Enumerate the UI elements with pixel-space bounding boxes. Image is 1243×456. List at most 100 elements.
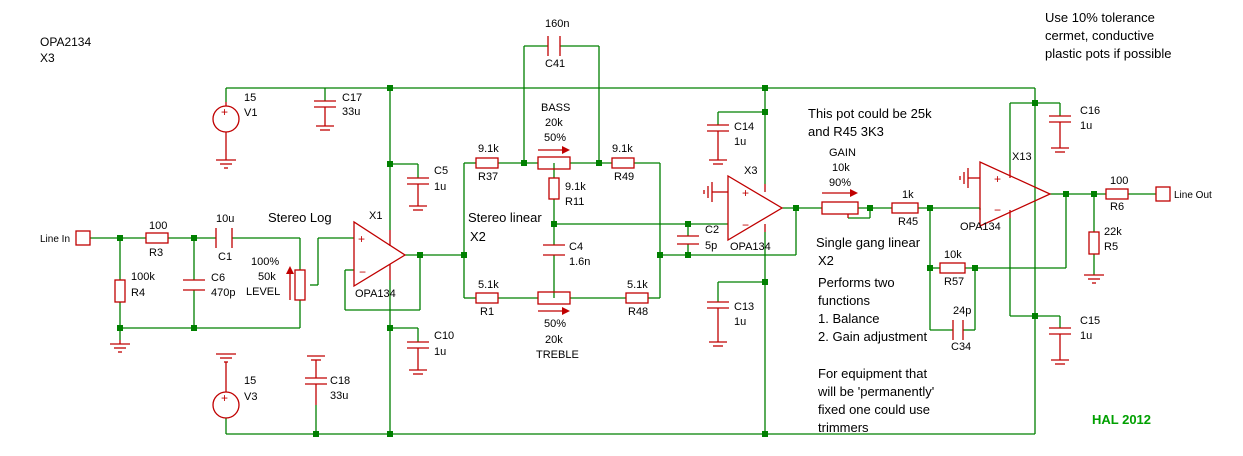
component-label: C16 — [1080, 105, 1100, 117]
equipment-note-3: fixed one could use — [818, 402, 930, 417]
component-label: 1u — [734, 136, 746, 148]
capacitor-c34 — [952, 320, 964, 340]
tolerance-note-1: Use 10% tolerance — [1045, 10, 1155, 25]
stereo-log-label: Stereo Log — [268, 210, 332, 225]
component-label: 160n — [545, 18, 569, 30]
component-label: R45 — [898, 216, 918, 228]
capacitor-c5 — [407, 177, 429, 211]
component-label: OPA134 — [730, 241, 771, 253]
component-label: R48 — [628, 306, 648, 318]
component-label: 10k — [832, 162, 850, 174]
resistor-r3 — [145, 232, 169, 244]
component-label: GAIN — [829, 147, 856, 159]
component-label: LEVEL — [246, 286, 280, 298]
component-label: 470p — [211, 287, 235, 299]
component-label: C17 — [342, 92, 362, 104]
resistor-r48 — [625, 292, 649, 304]
wires — [90, 45, 1156, 435]
component-label: OPA134 — [960, 221, 1001, 233]
component-label: 20k — [545, 334, 563, 346]
component-label: 50k — [258, 271, 276, 283]
component-label: 5.1k — [478, 279, 499, 291]
pot25k-note-2: and R45 3K3 — [808, 124, 884, 139]
capacitor-c17 — [314, 100, 336, 131]
author-label: HAL 2012 — [1092, 412, 1151, 427]
component-label: C2 — [705, 224, 719, 236]
component-label: 15 — [244, 92, 256, 104]
component-label: R37 — [478, 171, 498, 183]
component-label: 90% — [829, 177, 851, 189]
line-out-port — [1155, 186, 1171, 202]
resistor-r1 — [475, 292, 499, 304]
ground-output — [1084, 274, 1104, 284]
component-label: 100 — [1110, 175, 1128, 187]
component-label: R1 — [480, 306, 494, 318]
component-label: C1 — [218, 251, 232, 263]
component-label: 100% — [251, 256, 279, 268]
opamp-x1: + − — [353, 220, 407, 288]
resistor-r4 — [114, 279, 126, 303]
opamp-x3: + − — [703, 174, 784, 242]
capacitor-c2 — [677, 235, 699, 245]
component-label: X13 — [1012, 151, 1032, 163]
component-label: R11 — [565, 196, 584, 208]
component-label: 1.6n — [569, 256, 590, 268]
capacitor-c14 — [707, 124, 729, 165]
svg-text:+: + — [742, 186, 749, 200]
svg-text:+: + — [221, 105, 228, 119]
single-gang-label: Single gang linear — [816, 235, 921, 250]
opamp-x13: + − — [959, 160, 1052, 228]
component-label: 1u — [434, 181, 446, 193]
component-label: 1u — [1080, 330, 1092, 342]
component-label: 5p — [705, 240, 717, 252]
source-v3: + — [212, 353, 240, 419]
capacitor-c13 — [707, 301, 729, 347]
component-label: TREBLE — [536, 349, 579, 361]
component-label: BASS — [541, 102, 570, 114]
svg-text:−: − — [359, 265, 366, 279]
line-in-label: Line In — [40, 234, 70, 245]
component-label: 50% — [544, 318, 566, 330]
component-label: C34 — [951, 341, 971, 353]
component-label: 1u — [434, 346, 446, 358]
component-label: 22k — [1104, 226, 1122, 238]
capacitor-c15 — [1049, 327, 1071, 365]
component-label: OPA134 — [355, 288, 396, 300]
component-labels: 15 V1 15 V3 C17 33u C18 33u C5 1u C10 1u… — [131, 18, 1128, 403]
component-label: R3 — [149, 247, 163, 259]
svg-text:+: + — [221, 391, 228, 405]
capacitor-c6 — [183, 279, 205, 291]
component-label: 9.1k — [478, 143, 499, 155]
line-in-port — [75, 230, 91, 246]
svg-text:+: + — [358, 232, 365, 246]
capacitor-c18 — [305, 355, 327, 405]
component-label: 1u — [734, 316, 746, 328]
component-label: R4 — [131, 287, 145, 299]
tolerance-note-2: cermet, conductive — [1045, 28, 1154, 43]
component-label: R6 — [1110, 201, 1124, 213]
component-label: 10k — [944, 249, 962, 261]
resistor-r45 — [891, 202, 919, 214]
component-label: C14 — [734, 121, 754, 133]
component-label: 24p — [953, 305, 971, 317]
performs-note-3: 1. Balance — [818, 311, 879, 326]
resistor-r6 — [1105, 188, 1129, 200]
component-label: C15 — [1080, 315, 1100, 327]
annotations: OPA2134 X3 Use 10% tolerance cermet, con… — [40, 10, 1212, 435]
equipment-note-2: will be 'permanently' — [817, 384, 934, 399]
opamp-type-label: OPA2134 — [40, 35, 91, 49]
component-label: V3 — [244, 391, 257, 403]
potentiometer-gain — [821, 189, 859, 218]
component-label: 1u — [1080, 120, 1092, 132]
component-label: 15 — [244, 375, 256, 387]
component-label: 5.1k — [627, 279, 648, 291]
component-label: X1 — [369, 210, 382, 222]
equipment-note-1: For equipment that — [818, 366, 928, 381]
capacitor-c16 — [1049, 115, 1071, 153]
component-label: 33u — [330, 390, 348, 402]
resistor-r11 — [548, 177, 560, 200]
component-label: 20k — [545, 117, 563, 129]
potentiometer-treble — [537, 291, 571, 315]
